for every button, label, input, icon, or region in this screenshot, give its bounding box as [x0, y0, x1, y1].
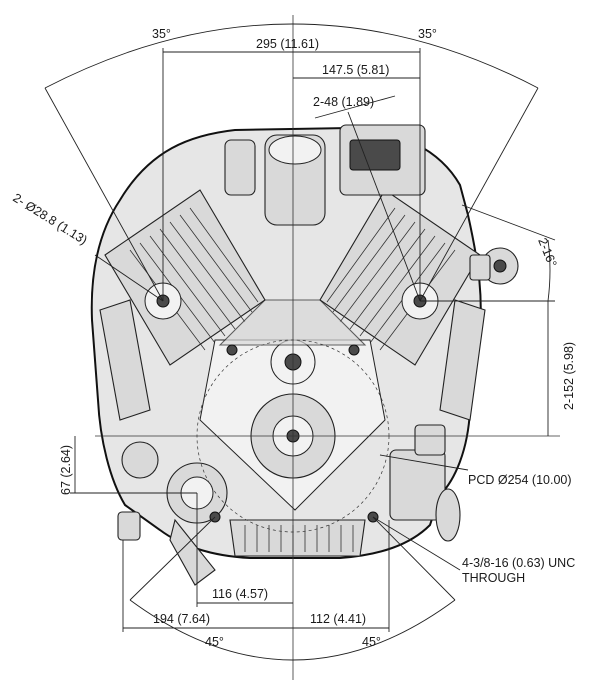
label-height-right: 2-152 (5.98)	[562, 342, 576, 410]
label-width-total: 295 (11.61)	[256, 37, 319, 51]
left-side-panel	[99, 299, 151, 421]
lower-right-assembly	[389, 424, 461, 542]
label-thread: 4-3/8-16 (0.63) UNC	[462, 556, 575, 570]
label-angle-side: 2-16°	[535, 236, 559, 269]
label-bottom-194: 194 (7.64)	[153, 612, 210, 626]
sump-fins	[229, 519, 366, 557]
label-thread-through: THROUGH	[462, 571, 525, 585]
label-hole-diameter: 2- Ø28.8 (1.13)	[10, 191, 89, 248]
left-cooling-fins	[129, 207, 259, 351]
dimension-lines	[44, 15, 560, 680]
label-bottom-116: 116 (4.57)	[212, 587, 268, 601]
intake-assembly	[224, 124, 426, 226]
label-width-half: 147.5 (5.81)	[322, 63, 389, 77]
label-bottom-112: 112 (4.41)	[310, 612, 366, 626]
label-boss-width: 2-48 (1.89)	[313, 95, 374, 109]
engine-drawing	[90, 124, 519, 586]
label-angle-bottom-right: 45°	[362, 635, 381, 649]
top-angle-arc	[44, 23, 539, 89]
label-pcd: PCD Ø254 (10.00)	[468, 473, 572, 487]
right-side-panel	[439, 299, 486, 421]
label-angle-top-right: 35°	[418, 27, 437, 41]
right-cylinder-bank	[319, 189, 481, 366]
label-height-left: 67 (2.64)	[59, 445, 73, 495]
label-angle-top-left: 35°	[152, 27, 171, 41]
label-angle-bottom-left: 45°	[205, 635, 224, 649]
